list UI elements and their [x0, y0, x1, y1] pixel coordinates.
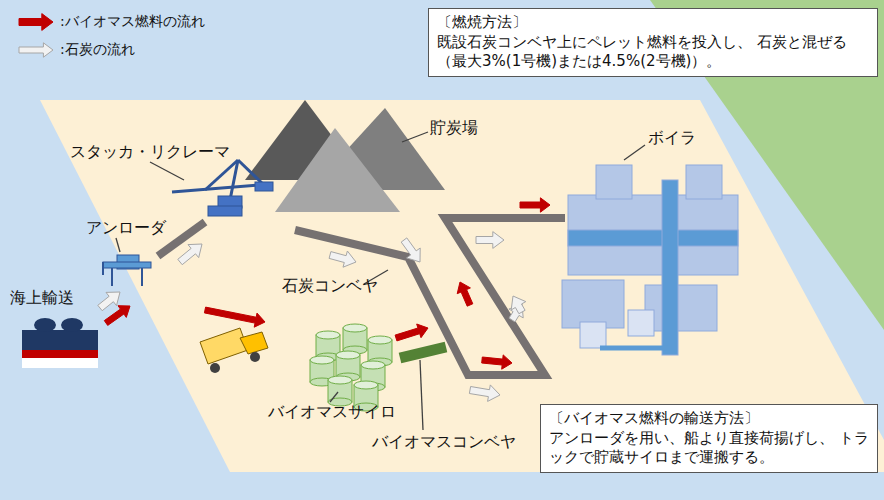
flow-arrow	[476, 232, 504, 249]
site-ground	[40, 100, 884, 472]
flow-arrow	[178, 244, 202, 265]
flow-arrow	[104, 306, 130, 326]
legend-text: :石炭の流れ	[60, 41, 135, 59]
legend-arrow	[16, 40, 56, 60]
part-label: 貯炭場	[430, 118, 478, 139]
coal-conveyor	[158, 218, 565, 375]
part-label: 海上輸送	[10, 288, 74, 309]
legend-entry: :石炭の流れ	[16, 40, 135, 60]
part-label: 石炭コンベヤ	[282, 276, 378, 297]
leader-line	[116, 132, 645, 430]
boiler	[562, 165, 738, 355]
truck	[200, 328, 268, 373]
flow-arrow	[511, 296, 526, 314]
legend-arrow	[16, 12, 56, 32]
legend-arrow-shape	[19, 14, 53, 31]
note-heading: 〔燃焼方法〕	[437, 13, 869, 33]
part-label: アンローダ	[86, 218, 166, 239]
coal-yard	[245, 100, 445, 212]
ship	[22, 318, 98, 368]
part-label: ボイラ	[648, 128, 696, 149]
biomass-silo	[310, 324, 392, 411]
legend-arrow-shape	[19, 43, 53, 57]
biomass-conveyor	[400, 347, 446, 358]
flow-arrow	[329, 251, 356, 267]
legend-entry: :バイオマス燃料の流れ	[16, 12, 205, 32]
flow-arrow	[457, 282, 473, 306]
flow-arrow	[469, 385, 500, 402]
part-label: バイオマスサイロ	[268, 402, 396, 423]
stacker-reclaimer	[172, 160, 273, 216]
part-label: スタッカ・リクレーマ	[70, 142, 230, 163]
note-box: 〔燃焼方法〕既設石炭コンベヤ上にペレット燃料を投入し、 石炭と混ぜる（最大3%(…	[428, 8, 878, 77]
part-label: バイオマスコンベヤ	[372, 432, 516, 453]
flow-arrow	[482, 355, 512, 369]
note-heading: 〔バイオマス燃料の輸送方法〕	[549, 409, 869, 429]
note-body: 既設石炭コンベヤ上にペレット燃料を投入し、 石炭と混ぜる（最大3%(1号機)また…	[437, 33, 869, 72]
flow-arrow	[204, 307, 265, 327]
flow-arrow	[98, 292, 120, 311]
flow-arrow	[395, 324, 428, 341]
unloader	[103, 255, 151, 286]
note-box: 〔バイオマス燃料の輸送方法〕アンローダを用い、船より直接荷揚げし、 トラックで貯…	[540, 404, 878, 473]
flow-arrow	[401, 238, 420, 262]
note-body: アンローダを用い、船より直接荷揚げし、 トラックで貯蔵サイロまで運搬する。	[549, 429, 869, 468]
legend-text: :バイオマス燃料の流れ	[60, 13, 205, 31]
flow-arrow	[520, 198, 550, 212]
